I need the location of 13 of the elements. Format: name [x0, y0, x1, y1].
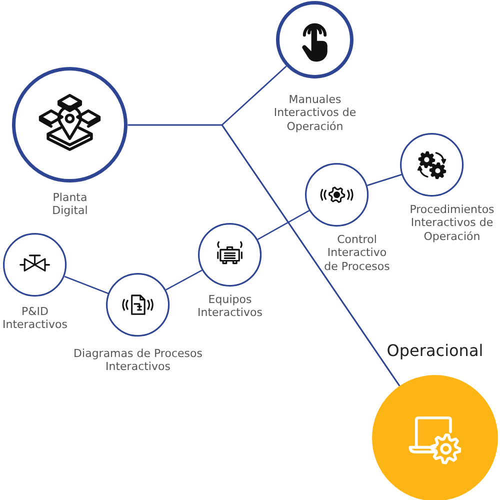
node-label: Procedimientos Interactivos de Operación	[408, 202, 496, 244]
node-label: Equipos Interactivos	[196, 292, 264, 320]
node-label: Control Interactivo de Procesos	[323, 232, 391, 274]
node-label: Manuales Interactivos de Operación	[272, 92, 358, 134]
node-label: P&ID Interactivos	[2, 304, 68, 332]
node-label: Planta Digital	[51, 190, 89, 218]
connector-line	[221, 66, 400, 386]
connector-line	[367, 174, 402, 186]
connector-line	[257, 210, 310, 240]
connector-line	[64, 276, 109, 294]
node-label: Diagramas de Procesos Interactivos	[72, 346, 204, 374]
connector-line	[166, 270, 202, 290]
node-label: Operacional	[386, 341, 484, 361]
